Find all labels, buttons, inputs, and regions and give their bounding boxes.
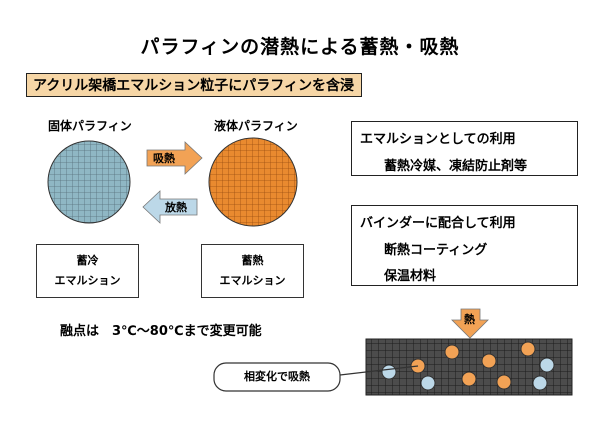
binder-use-item: 保温材料: [384, 269, 437, 284]
heat-box-line2: エマルション: [219, 274, 286, 287]
callout-pointer: [339, 365, 419, 376]
solid-particle: [532, 375, 548, 391]
callout-text: 相変化で吸熱: [244, 370, 310, 383]
cold-box-line1: 蓄冷: [76, 254, 99, 267]
heat-label: 熱: [464, 312, 475, 326]
binder-use-item: 断熱コーティング: [384, 243, 488, 258]
heat-box-line1: 蓄熱: [241, 254, 264, 267]
cold-storage-emulsion-box: 蓄冷 エマルション: [36, 244, 139, 298]
liquid-particle: [444, 344, 460, 360]
heat-storage-emulsion-box: 蓄熱 エマルション: [201, 244, 304, 298]
melting-point-note: 融点は 3℃～80℃まで変更可能: [60, 324, 262, 339]
absorb-heat-arrow: 吸熱: [146, 141, 203, 175]
emulsion-use-title: エマルションとしての利用: [360, 132, 516, 147]
release-heat-label: 放熱: [164, 200, 187, 214]
solid-particle: [539, 357, 555, 373]
solid-paraffin-label: 固体パラフィン: [48, 119, 132, 133]
emulsion-use-item: 蓄熱冷媒、凍結防止剤等: [384, 159, 528, 174]
banner: アクリル架橋エマルション粒子にパラフィンを含浸: [26, 73, 362, 97]
heat-down-arrow: 熱: [451, 308, 489, 339]
solid-particle: [381, 364, 397, 380]
cold-box-line2: エマルション: [54, 274, 121, 287]
liquid-particle: [481, 353, 497, 369]
liquid-particle: [520, 341, 536, 357]
absorb-heat-label: 吸熱: [153, 151, 175, 165]
liquid-particle: [496, 374, 512, 390]
solid-paraffin-sphere: [47, 140, 131, 224]
binder-use-box: バインダーに配合して利用 断熱コーティング 保温材料: [351, 205, 578, 286]
release-heat-arrow: 放熱: [142, 190, 198, 224]
binder-use-title: バインダーに配合して利用: [360, 216, 516, 231]
liquid-particle: [461, 371, 477, 387]
emulsion-use-box: エマルションとしての利用 蓄熱冷媒、凍結防止剤等: [351, 121, 578, 176]
callout-bubble: [213, 362, 341, 392]
page-title: パラフィンの潜熱による蓄熱・吸熱: [140, 36, 460, 58]
solid-particle: [420, 375, 436, 391]
liquid-paraffin-label: 液体パラフィン: [214, 119, 298, 133]
liquid-paraffin-sphere: [208, 137, 298, 227]
